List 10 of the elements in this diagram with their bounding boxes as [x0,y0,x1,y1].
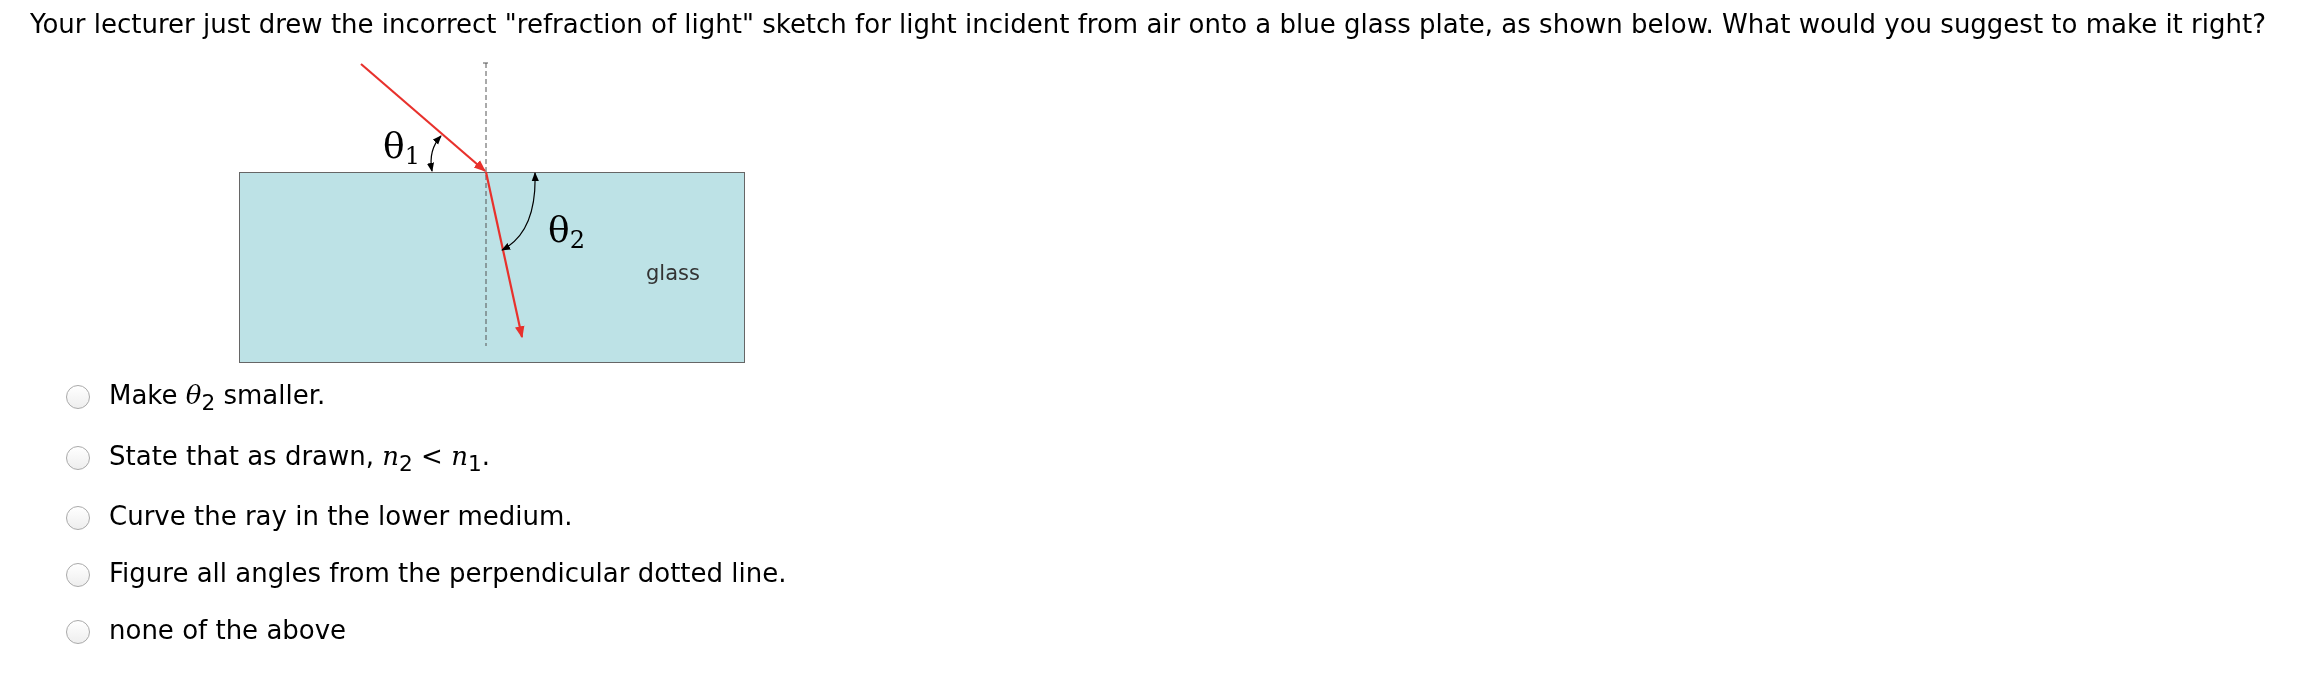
answer-option: State that as drawn, n$_{2}$ < n$_{1}$. [109,441,490,478]
answer-option: Curve the ray in the lower medium. [109,501,573,533]
angle-label: θ$_{2}$ [548,212,585,252]
answer-option: Make θ$_{2}$ smaller. [109,380,326,417]
answer-option: none of the above [109,615,347,647]
glass-plate [239,172,745,363]
material-label: glass [646,261,700,285]
angle-label: θ$_{1}$ [383,128,420,168]
question-text: Your lecturer just drew the incorrect "refraction of light" sketch for light incident from air onto a blue glass plate, as shown below. What would you suggest to make it right? [30,9,2266,39]
answer-option: Figure all angles from the perpendicular dotted line. [109,558,787,590]
